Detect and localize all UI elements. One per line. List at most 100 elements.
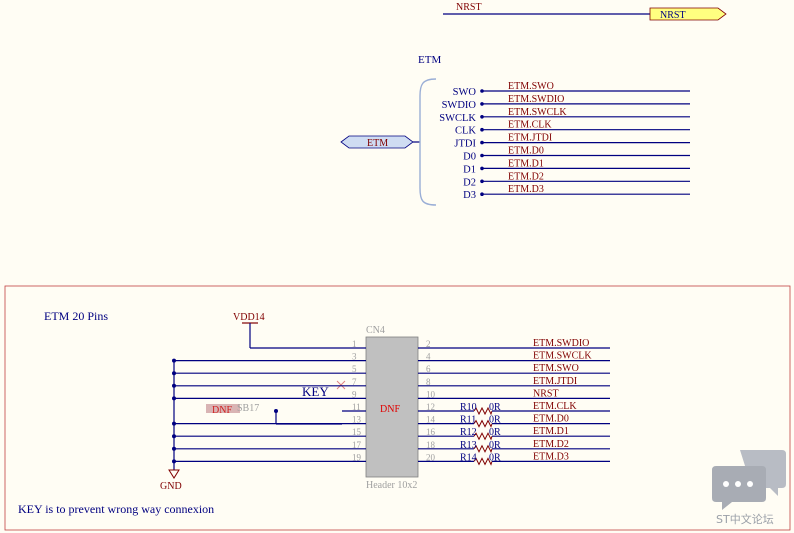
etm-net-label: ETM.D1 bbox=[508, 158, 544, 169]
etm-pin-name: D0 bbox=[463, 152, 476, 163]
cn4-net-label: ETM.CLK bbox=[533, 401, 577, 412]
resistor-body bbox=[473, 444, 493, 454]
etm-pin-name: SWCLK bbox=[439, 113, 476, 124]
resistor-designator: R14 bbox=[460, 452, 477, 463]
etm-port-label: ETM bbox=[367, 138, 388, 149]
cn4-net-label: ETM.D2 bbox=[533, 439, 569, 450]
resistor-value: 0R bbox=[489, 427, 501, 438]
sb17-value: DNF bbox=[212, 405, 232, 416]
nrst-port-label: NRST bbox=[660, 10, 686, 21]
etm-pin-name: D3 bbox=[463, 190, 476, 201]
vdd14-power-symbol: VDD14 bbox=[233, 312, 342, 349]
etm-net-label: ETM.D2 bbox=[508, 171, 544, 182]
etm-bus-pins: SWO ETM.SWO SWDIO ETM.SWDIO SWCLK ETM.SWCLK CL… bbox=[439, 81, 690, 201]
cn4-right-pin-number: 12 bbox=[426, 402, 435, 412]
cn4-right-pin-number: 6 bbox=[426, 364, 431, 374]
cn4-right-pin-number: 10 bbox=[426, 389, 436, 399]
etm-bus-brace bbox=[419, 78, 437, 206]
cn4-right-pin-number: 14 bbox=[426, 415, 436, 425]
key-label: KEY bbox=[302, 384, 329, 399]
cn4-left-pin-number: 19 bbox=[352, 452, 362, 462]
nrst-net-label: NRST bbox=[456, 2, 482, 13]
etm-bus-group: ETM ETM SWO ETM.SWO SWDIO ETM.SWDIO SWCLK ETM… bbox=[340, 54, 690, 206]
gnd-junction bbox=[172, 446, 176, 451]
resistor-value: 0R bbox=[489, 402, 501, 413]
gnd-junction bbox=[172, 421, 176, 426]
cn4-right-pin-number: 20 bbox=[426, 452, 436, 462]
etm-port-flag bbox=[340, 135, 414, 149]
gnd-rail: GND bbox=[160, 361, 182, 492]
resistor-body bbox=[473, 419, 493, 428]
etm-net-label: ETM.D0 bbox=[508, 146, 544, 157]
etm-pin-name: D1 bbox=[463, 164, 476, 175]
cn4-net-label: NRST bbox=[533, 388, 559, 399]
cn4-left-pin-number: 17 bbox=[352, 440, 362, 450]
etm-bus-title: ETM bbox=[418, 54, 441, 66]
connector-box-title: ETM 20 Pins bbox=[44, 309, 108, 323]
etm-net-label: ETM.SWO bbox=[508, 81, 554, 92]
gnd-junction bbox=[172, 434, 176, 439]
watermark: ST中文论坛 bbox=[712, 448, 790, 530]
resistor-designator: R11 bbox=[460, 415, 476, 426]
gnd-junction bbox=[172, 459, 176, 464]
resistor-value: 0R bbox=[489, 452, 501, 463]
cn4-left-pin-number: 5 bbox=[352, 364, 357, 374]
cn4-net-label: ETM.SWCLK bbox=[533, 351, 592, 362]
etm-pin-name: SWO bbox=[453, 87, 477, 98]
gnd-label: GND bbox=[160, 481, 182, 492]
cn4-footprint: Header 10x2 bbox=[366, 480, 417, 491]
nrst-port-flag bbox=[649, 7, 727, 21]
connector-footnote: KEY is to prevent wrong way connexion bbox=[18, 502, 214, 516]
cn4-net-label: ETM.SWO bbox=[533, 363, 579, 374]
resistor-body bbox=[473, 406, 493, 416]
cn4-net-label: ETM.D0 bbox=[533, 414, 569, 425]
gnd-symbol bbox=[168, 469, 180, 479]
watermark-text: ST中文论坛 bbox=[716, 512, 774, 526]
cn4-net-label: ETM.JTDI bbox=[533, 376, 577, 387]
resistor-value: 0R bbox=[489, 415, 501, 426]
cn4-body bbox=[365, 336, 419, 478]
cn4-value: DNF bbox=[380, 404, 400, 415]
etm-net-label: ETM.SWCLK bbox=[508, 107, 567, 118]
etm-connector-frame bbox=[4, 285, 791, 531]
cn4-right-pin-number: 18 bbox=[426, 440, 436, 450]
resistor-designator: R12 bbox=[460, 427, 477, 438]
etm-net-label: ETM.SWDIO bbox=[508, 94, 564, 105]
gnd-junction bbox=[172, 371, 176, 376]
etm-pin-name: SWDIO bbox=[442, 100, 477, 111]
cn4-net-label: ETM.D3 bbox=[533, 451, 569, 462]
sb17-designator: SB17 bbox=[237, 403, 259, 414]
sb17-solder-bridge: DNF SB17 bbox=[206, 403, 342, 425]
resistor-body bbox=[473, 457, 493, 466]
cn4-right-pin-number: 16 bbox=[426, 427, 436, 437]
cn4-right-pin-number: 4 bbox=[426, 352, 431, 362]
cn4-left-pin-number: 11 bbox=[352, 402, 361, 412]
etm-pin-name: CLK bbox=[455, 126, 476, 137]
cn4-right-pin-number: 8 bbox=[426, 377, 431, 387]
etm-pin-name: JTDI bbox=[454, 139, 476, 150]
cn4-left-pin-number: 7 bbox=[352, 377, 357, 387]
chat-bubble-icon: ST中文论坛 bbox=[712, 450, 786, 526]
cn4-net-label: ETM.SWDIO bbox=[533, 338, 589, 349]
resistor-designator: R13 bbox=[460, 440, 477, 451]
cn4-left-pin-number: 1 bbox=[352, 339, 357, 349]
cn4-left-pin-number: 13 bbox=[352, 415, 362, 425]
etm-net-label: ETM.JTDI bbox=[508, 133, 552, 144]
gnd-junction bbox=[172, 358, 176, 363]
gnd-junction bbox=[172, 396, 176, 401]
etm-pin-name: D2 bbox=[463, 177, 476, 188]
etm-net-label: ETM.CLK bbox=[508, 120, 552, 131]
cn4-left-pin-number: 3 bbox=[352, 352, 357, 362]
gnd-junction bbox=[172, 383, 176, 388]
cn4-designator: CN4 bbox=[366, 325, 385, 336]
resistor-designator: R10 bbox=[460, 402, 477, 413]
etm-net-label: ETM.D3 bbox=[508, 184, 544, 195]
cn4-net-label: ETM.D1 bbox=[533, 426, 569, 437]
vdd14-label: VDD14 bbox=[233, 312, 265, 323]
nrst-port-group: NRST NRST bbox=[443, 2, 727, 21]
cn4-right-pin-number: 2 bbox=[426, 339, 431, 349]
cn4-left-pin-number: 15 bbox=[352, 427, 362, 437]
